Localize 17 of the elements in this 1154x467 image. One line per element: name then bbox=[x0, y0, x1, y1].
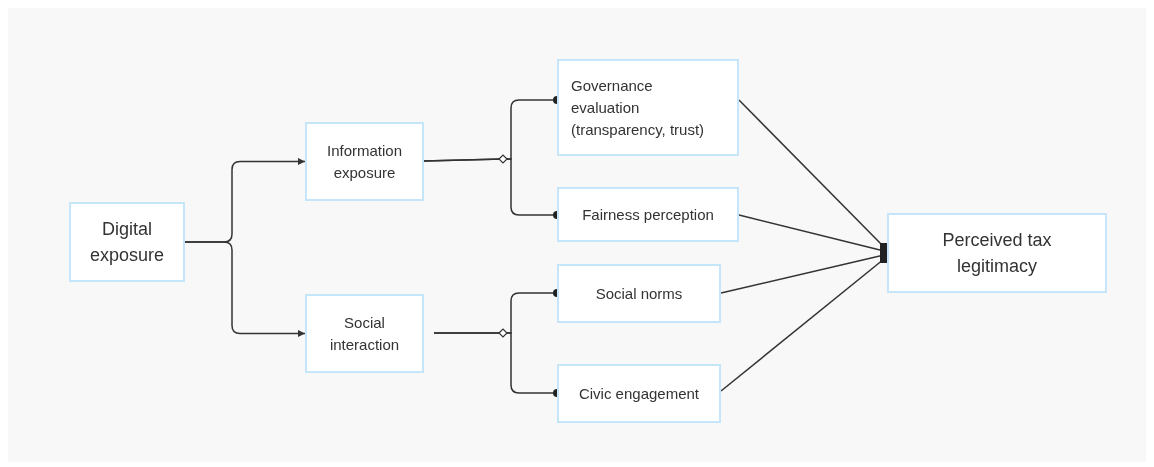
process-box bbox=[69, 202, 185, 282]
process-box bbox=[305, 122, 424, 201]
node-label: Governance evaluation (transparency, trust) bbox=[571, 75, 706, 140]
process-box bbox=[305, 294, 424, 373]
connector bbox=[184, 241, 306, 337]
node-label: Digital exposure bbox=[88, 218, 166, 267]
node-label: Civic engagement bbox=[578, 383, 700, 404]
process-box bbox=[557, 364, 721, 423]
process-box bbox=[887, 213, 1107, 293]
process-box bbox=[557, 264, 721, 323]
node-label: Perceived tax legitimacy bbox=[941, 229, 1053, 278]
node-label: Social norms bbox=[595, 283, 683, 304]
node-label: Social interaction bbox=[328, 312, 401, 355]
process-box bbox=[557, 59, 739, 156]
node-label: Information exposure bbox=[325, 140, 403, 183]
process-box bbox=[557, 187, 739, 242]
node-label: Fairness perception bbox=[582, 204, 714, 225]
